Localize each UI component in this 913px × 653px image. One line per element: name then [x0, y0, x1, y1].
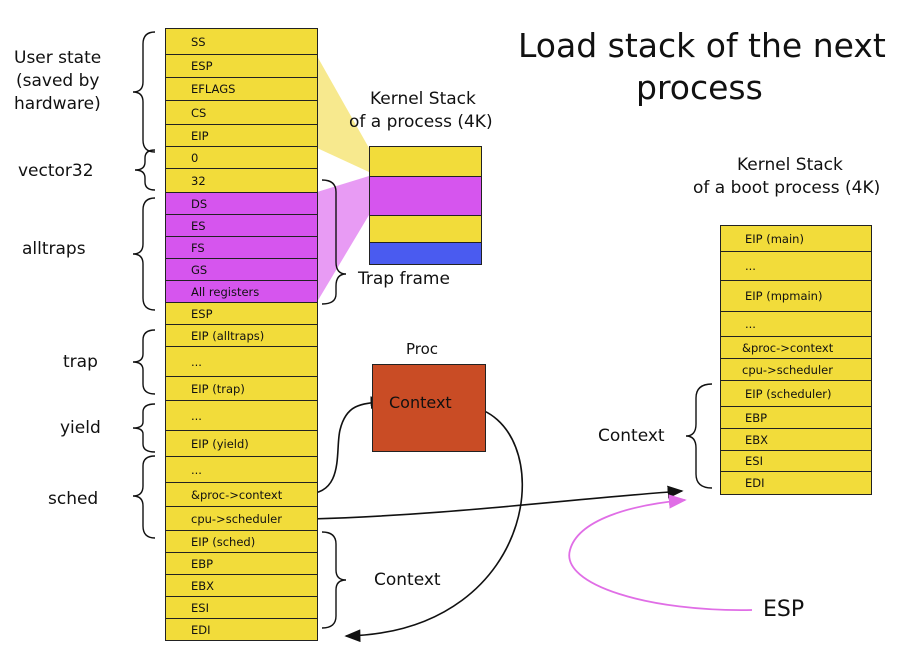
boot-stack-title-1: Kernel Stack [737, 155, 843, 175]
proc-box [372, 364, 486, 452]
label-vector32: vector32 [18, 161, 94, 181]
small-stack-block [369, 215, 482, 243]
main-stack-cell: FS [165, 236, 318, 259]
main-stack-cell: ESP [165, 302, 318, 325]
main-stack-cell: ... [165, 400, 318, 431]
boot-stack-cell: ... [720, 311, 872, 337]
esp-label: ESP [763, 597, 805, 622]
label-trap: trap [63, 352, 98, 372]
main-stack-cell: DS [165, 192, 318, 215]
arrow-scheduler [309, 485, 684, 520]
brace-trap [132, 329, 156, 395]
proc-context-label: Context [389, 393, 452, 412]
small-stack-block [369, 176, 482, 216]
proc-title: Proc [406, 340, 439, 358]
main-stack-cell: GS [165, 258, 318, 281]
brace-boot-context [685, 383, 713, 489]
main-stack-cell: ES [165, 214, 318, 237]
main-stack-cell: EDI [165, 618, 318, 641]
boot-stack-cell: EIP (scheduler) [720, 380, 872, 407]
small-stack-block [369, 146, 482, 177]
label-alltraps: alltraps [22, 239, 86, 259]
main-stack-cell: cpu->scheduler [165, 506, 318, 531]
context-label-bottom: Context [374, 570, 441, 590]
boot-context-label: Context [598, 426, 665, 446]
boot-stack-cell: EDI [720, 471, 872, 495]
boot-stack-cell: EIP (mpmain) [720, 280, 872, 312]
small-stack-block [369, 242, 482, 265]
boot-stack-cell: ... [720, 251, 872, 281]
brace-yield [132, 403, 156, 453]
funnel-trapframe [317, 176, 369, 302]
boot-stack-cell: cpu->scheduler [720, 358, 872, 381]
arrow-context-to-stack [344, 405, 524, 643]
brace-sched [132, 455, 156, 539]
main-stack-cell: ... [165, 456, 318, 483]
label-user-state-1: User state [14, 48, 102, 68]
page-title-line1: Load stack of the next [518, 26, 886, 65]
label-sched: sched [48, 489, 99, 509]
main-stack-cell: EIP (alltraps) [165, 324, 318, 347]
brace-trap-frame [321, 179, 347, 305]
small-stack-title-2: of a process (4K) [349, 112, 493, 132]
label-user-state-3: hardware) [14, 94, 101, 114]
arrow-proc-context [305, 396, 387, 495]
main-stack-cell: EBX [165, 574, 318, 597]
main-stack-cell: ESI [165, 596, 318, 619]
main-stack-cell: ... [165, 346, 318, 377]
boot-stack-cell: EBX [720, 428, 872, 451]
boot-stack-cell: &proc->context [720, 336, 872, 359]
main-stack-cell: CS [165, 100, 318, 125]
boot-stack-title-2: of a boot process (4K) [693, 178, 881, 198]
label-user-state-2: (saved by [16, 71, 100, 91]
main-stack-cell: ESP [165, 54, 318, 78]
main-stack-cell: EIP (trap) [165, 376, 318, 401]
brace-context-bottom [321, 531, 347, 629]
trap-frame-label: Trap frame [358, 269, 450, 289]
small-stack-title-1: Kernel Stack [370, 89, 476, 109]
main-stack-cell: EBP [165, 552, 318, 575]
main-stack-cell: EIP (sched) [165, 530, 318, 553]
main-stack-cell: &proc->context [165, 482, 318, 507]
main-stack-cell: 0 [165, 146, 318, 169]
main-stack-cell: 32 [165, 168, 318, 193]
main-stack-cell: EFLAGS [165, 77, 318, 101]
boot-stack-cell: EBP [720, 406, 872, 429]
boot-stack-cell: EIP (main) [720, 225, 872, 252]
boot-stack-cell: ESI [720, 450, 872, 472]
brace-vector32 [134, 149, 156, 191]
main-stack-cell: EIP (yield) [165, 430, 318, 457]
label-yield: yield [60, 418, 101, 438]
page-title-line2: process [636, 68, 763, 107]
funnel-user-state [317, 56, 369, 172]
main-stack-cell: EIP [165, 124, 318, 147]
main-stack-cell: SS [165, 28, 318, 55]
brace-alltraps [132, 197, 156, 311]
arrow-esp [568, 494, 753, 611]
brace-user-state [132, 31, 156, 153]
main-stack-cell: All registers [165, 280, 318, 303]
